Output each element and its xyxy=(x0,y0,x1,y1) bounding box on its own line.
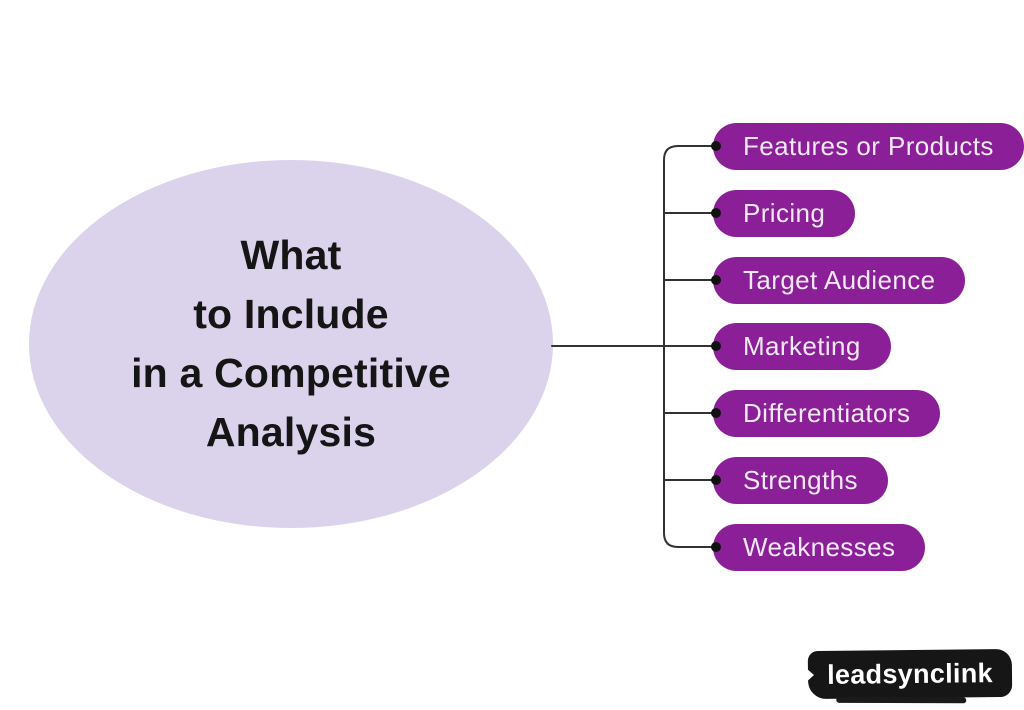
watermark-label: leadsynclink xyxy=(826,657,993,690)
branch-node-target-audience: Target Audience xyxy=(713,256,966,304)
branch-node-differentiators: Differentiators xyxy=(713,389,941,437)
branch-node-label: Differentiators xyxy=(743,397,911,428)
branch-trunk-line xyxy=(663,145,714,548)
branch-node-label: Target Audience xyxy=(743,264,936,295)
branch-node-pricing: Pricing xyxy=(713,189,856,237)
branch-node-features-or-products: Features or Products xyxy=(713,122,1024,170)
central-topic-title: What to Include in a Competitive Analysi… xyxy=(131,226,451,462)
branch-node-strengths: Strengths xyxy=(713,456,888,504)
branch-node-label: Features or Products xyxy=(743,130,994,161)
central-topic-ellipse: What to Include in a Competitive Analysi… xyxy=(29,160,553,528)
branch-node-weaknesses: Weaknesses xyxy=(713,523,926,571)
branch-node-label: Marketing xyxy=(743,330,861,361)
central-topic-title-line: Analysis xyxy=(205,409,377,455)
branch-node-label: Weaknesses xyxy=(743,531,896,562)
branch-node-label: Strengths xyxy=(743,464,858,495)
branch-node-label: Pricing xyxy=(743,197,826,228)
branch-node-marketing: Marketing xyxy=(713,322,891,370)
central-topic-title-line: What xyxy=(240,232,342,278)
central-topic-title-line: in a Competitive xyxy=(131,350,451,396)
watermark-badge: leadsynclink xyxy=(807,648,1013,700)
central-topic-title-line: to Include xyxy=(193,291,389,337)
